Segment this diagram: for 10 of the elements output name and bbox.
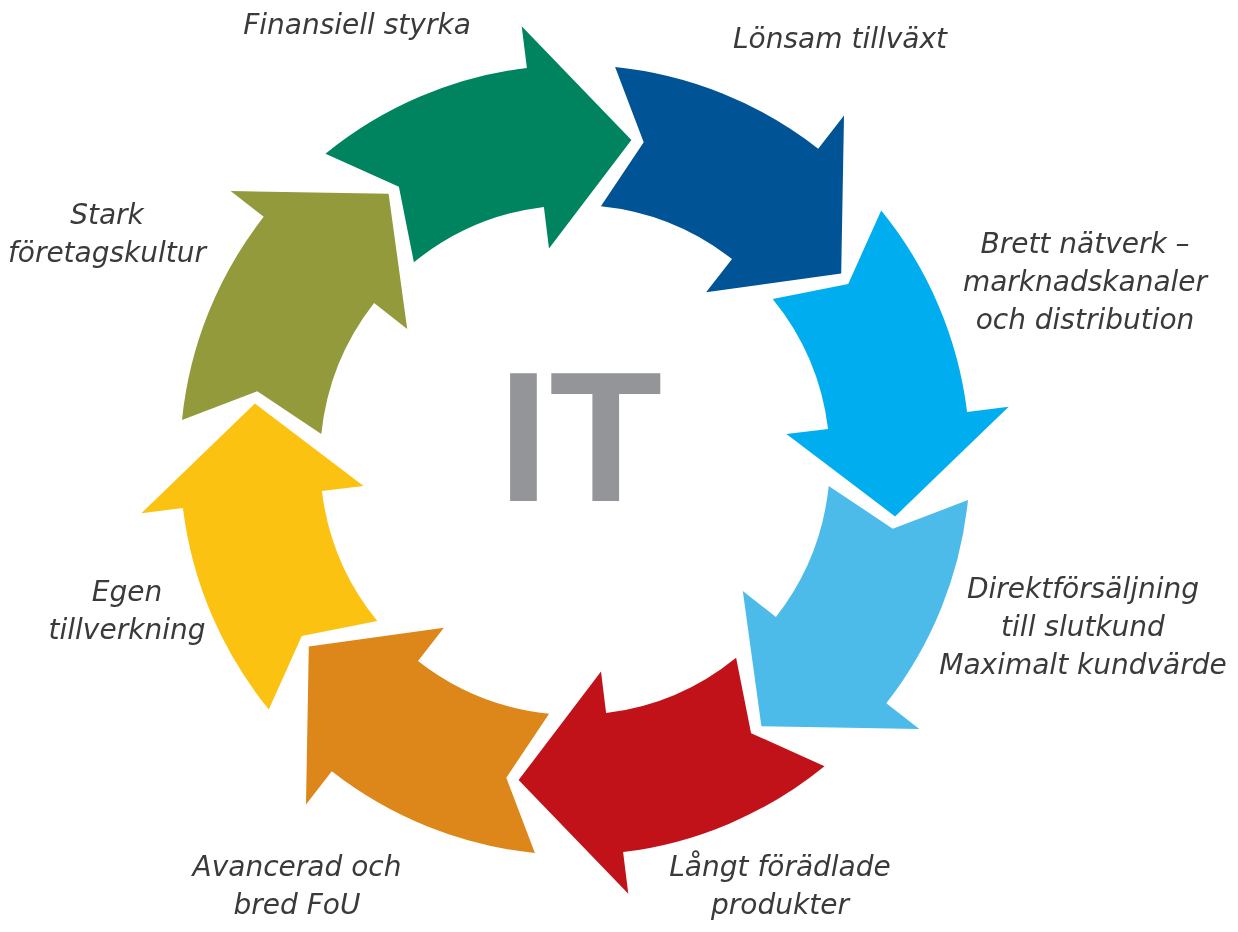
segment-label: Långt förädlade produkter	[668, 849, 892, 924]
segment-label: Avancerad och bred FoU	[190, 849, 403, 924]
segment-label: Brett nätverk – marknadskanaler och distribution	[961, 226, 1210, 339]
segment-label: Finansiell styrka	[242, 7, 472, 43]
segment-label: Direktförsäljning till slutkund	[965, 571, 1201, 646]
center-title: IT	[496, 345, 664, 530]
segment-label: Stark företagskultur	[6, 197, 209, 272]
segment-label: Maximalt kundvärde	[938, 647, 1228, 684]
segment-label: Lönsam tillväxt	[732, 21, 949, 57]
segment-label: Egen tillverkning	[47, 574, 207, 649]
